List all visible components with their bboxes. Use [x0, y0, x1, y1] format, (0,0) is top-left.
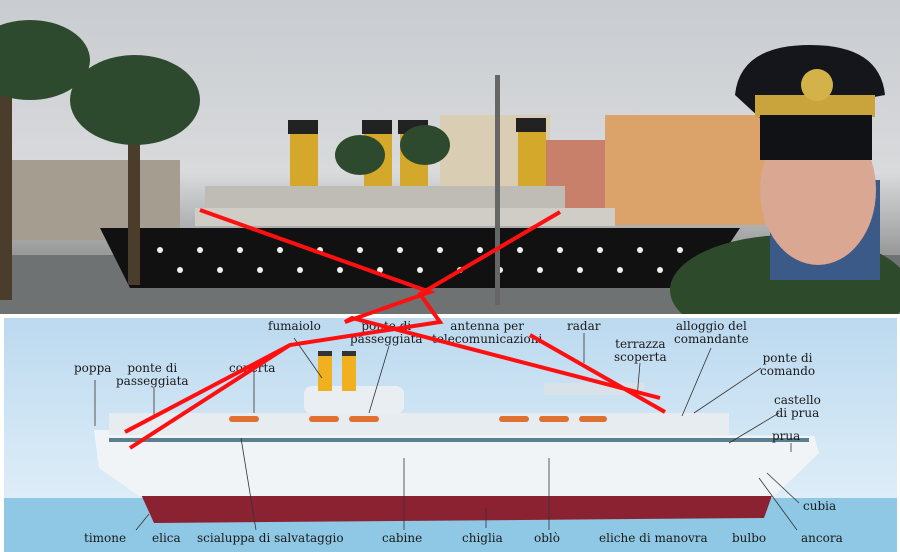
- label-line: di prua: [775, 406, 820, 420]
- hull-below-waterline: [139, 490, 774, 523]
- lifeboats: [229, 416, 607, 422]
- label-fumaiolo: fumaiolo: [268, 319, 321, 333]
- building: [605, 115, 765, 225]
- deck: [109, 413, 729, 435]
- label-eliche-manovra: eliche di manovra: [599, 531, 708, 545]
- label-line: alloggio del: [675, 319, 747, 333]
- funnel: [342, 353, 356, 391]
- label-line: ponte di: [762, 351, 813, 365]
- label-line: telecomunicazioni: [432, 332, 543, 346]
- label-chiglia: chiglia: [462, 531, 503, 545]
- label-elica: elica: [152, 531, 181, 545]
- window-row: [109, 438, 809, 442]
- label-bulbo: bulbo: [732, 531, 767, 545]
- superstructure: [205, 186, 565, 208]
- label-radar: radar: [567, 319, 601, 333]
- label-prua: prua: [772, 429, 801, 443]
- red-line-annotation: [124, 210, 562, 434]
- label-cubia: cubia: [803, 499, 837, 513]
- ship-illustration: [4, 333, 897, 552]
- label-line: comandante: [674, 332, 749, 346]
- hull: [94, 430, 819, 496]
- label-oblo: oblò: [534, 531, 560, 545]
- label-line: terrazza: [615, 337, 666, 351]
- label-line: ponte di: [127, 361, 178, 375]
- red-line-annotation: [128, 343, 292, 450]
- label-scialuppa: scialuppa di salvataggio: [197, 531, 344, 545]
- label-line: antenna per: [450, 319, 525, 333]
- label-line: passeggiata: [350, 332, 423, 346]
- label-line: scoperta: [614, 350, 667, 364]
- red-line-annotation: [199, 208, 661, 400]
- photo-scene: [0, 20, 900, 314]
- leader-lines: [94, 333, 800, 531]
- label-poppa: poppa: [74, 361, 112, 375]
- label-ancora: ancora: [801, 531, 843, 545]
- label-cabine: cabine: [382, 531, 423, 545]
- fortress-wall: [0, 160, 180, 240]
- lamp-post: [495, 75, 500, 305]
- titanic-replica-photo: [0, 0, 900, 314]
- label-line: passeggiata: [116, 374, 189, 388]
- label-timone: timone: [84, 531, 127, 545]
- funnel: [318, 353, 332, 391]
- deck: [195, 208, 615, 226]
- label-line: comando: [760, 364, 816, 378]
- red-line-annotation: [529, 333, 666, 414]
- palm-trees: [0, 20, 450, 300]
- captain-portrait: [735, 45, 885, 280]
- label-line: castello: [774, 393, 821, 407]
- funnel-base: [304, 386, 404, 414]
